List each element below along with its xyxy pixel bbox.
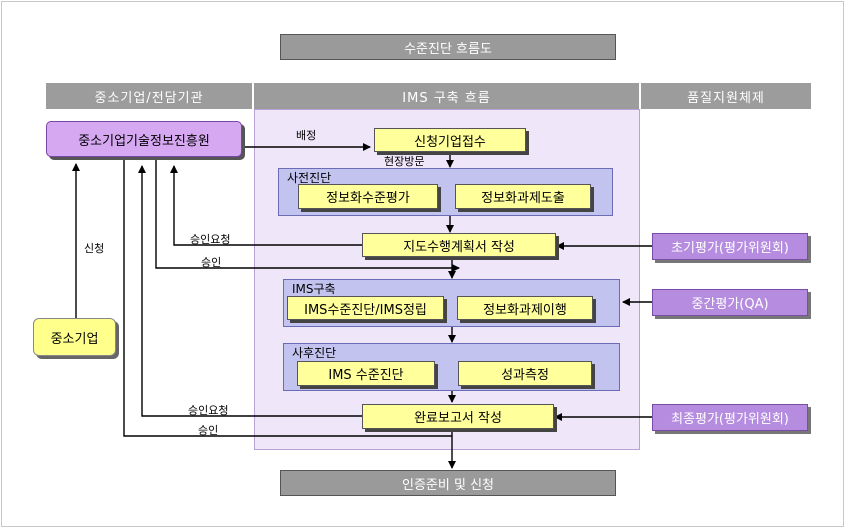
ims-build-title: IMS구축	[292, 282, 336, 296]
final-box: 인증준비 및 신청	[280, 470, 616, 496]
sme-box: 중소기업	[33, 318, 116, 356]
pre-diag-item-2: 정보화과제도출	[455, 184, 591, 209]
mid-eval-box: 중간평가(QA)	[652, 289, 808, 316]
label-assign: 배정	[296, 129, 317, 142]
ims-item-1: IMS수준진단/IMS정립	[287, 296, 444, 320]
column-header-left: 중소기업/전담기관	[46, 83, 252, 109]
initial-eval-box: 초기평가(평가위원회)	[652, 233, 808, 260]
agency-box: 중소기업기술정보진흥원	[46, 121, 242, 157]
label-approval-request-1: 승인요청	[190, 233, 231, 246]
receipt-box: 신청기업접수	[374, 128, 526, 152]
pre-diagnosis-title: 사전진단	[287, 171, 332, 185]
label-approval-request-2: 승인요청	[188, 404, 229, 417]
plan-box: 지도수행계획서 작성	[362, 233, 556, 257]
ims-item-2: 정보화과제이행	[457, 296, 593, 320]
column-header-right: 품질지원체제	[641, 83, 811, 109]
label-approval-2: 승인	[198, 424, 219, 437]
label-approval-1: 승인	[201, 256, 222, 269]
post-diagnosis-title: 사후진단	[292, 346, 337, 360]
final-eval-box: 최종평가(평가위원회)	[652, 404, 808, 431]
report-box: 완료보고서 작성	[362, 404, 554, 429]
post-item-2: 성과측정	[458, 361, 592, 386]
post-item-1: IMS 수준진단	[297, 361, 435, 386]
diagram-title: 수준진단 흐름도	[280, 34, 616, 60]
pre-diag-item-1: 정보화수준평가	[298, 184, 438, 209]
label-site-visit: 현장방문	[384, 155, 425, 168]
column-header-center: IMS 구축 흐름	[254, 83, 639, 109]
label-apply: 신청	[84, 242, 105, 255]
